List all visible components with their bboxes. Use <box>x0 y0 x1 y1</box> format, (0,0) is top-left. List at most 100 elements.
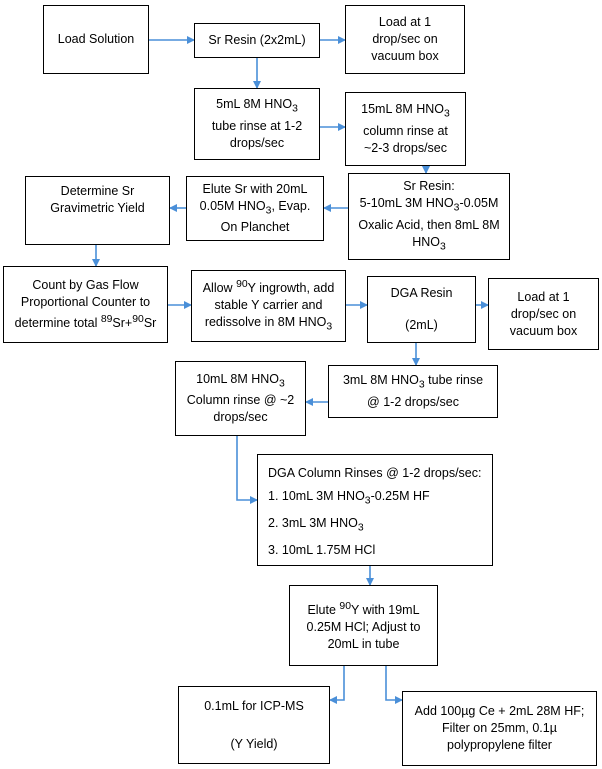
column-rinse-sr-pre: 15mL 8M HNO <box>361 102 445 117</box>
ce-filter-line-2: Filter on 25mm, 0.1µ <box>442 721 557 735</box>
y-ingrowth-line-3: redissolve in 8M HNO3 <box>205 314 332 336</box>
ce-filter-line-3: polypropylene filter <box>447 738 552 752</box>
column-rinse-dga-box: 10mL 8M HNO3 Column rinse @ ~2 drops/sec <box>175 361 306 436</box>
load-sr-box: Load at 1 drop/sec on vacuum box <box>345 5 465 74</box>
elute-y-l1-sup: 90 <box>339 600 351 612</box>
load-sr-line-2: drop/sec on <box>372 32 438 46</box>
ce-filter-line-1: Add 100µg Ce + 2mL 28M HF; <box>414 704 585 718</box>
sr-elution-l4-pre: HNO <box>412 234 440 249</box>
sr-resin-elution-box: Sr Resin: 5-10mL 3M HNO3-0.05M Oxalic Ac… <box>348 173 510 260</box>
sr-elution-l2-sub: 3 <box>453 202 460 214</box>
dga-rinses-r1-sub: 3 <box>364 495 371 507</box>
elute-sr-line-1: Elute Sr with 20mL <box>202 181 308 196</box>
sr-elution-line-4: HNO3 <box>412 234 446 256</box>
elute-sr-l2-pre: 0.05M HNO <box>199 198 266 213</box>
gas-flow-l3-sup2: 90 <box>132 313 144 325</box>
elute-sr-line-3: On Planchet <box>220 220 290 235</box>
y-ingrowth-l1-sup: 90 <box>236 279 248 291</box>
dga-rinses-step-1: 1. 10mL 3M HNO3-0.25M HF <box>268 488 430 510</box>
load-dga-line-2: drop/sec on <box>510 306 577 321</box>
elute-y-line-1: Elute 90Y with 19mL <box>307 598 419 619</box>
load-dga-line-3: vacuum box <box>509 323 578 338</box>
icp-ms-line-1: 0.1mL for ICP-MS <box>204 698 304 713</box>
y-ingrowth-l3-sub: 3 <box>326 321 333 333</box>
sr-elution-line-1: Sr Resin: <box>403 179 455 193</box>
dga-rinses-r1-pre: 1. 10mL 3M HNO <box>268 488 365 503</box>
elute-y-line-3: 20mL in tube <box>327 637 400 652</box>
elute-y-l1-post: Y with 19mL <box>350 603 420 618</box>
sr-elution-l4-sub: 3 <box>439 241 446 252</box>
load-dga-box: Load at 1 drop/sec on vacuum box <box>488 278 599 350</box>
elute-sr-l2-post: , Evap. <box>271 198 311 213</box>
sr-elution-l2-pre: 5-10mL 3M HNO <box>359 196 454 210</box>
y-ingrowth-line-2: stable Y carrier and <box>214 298 323 313</box>
gravimetric-line-2: Gravimetric Yield <box>50 201 145 215</box>
gravimetric-yield-box: Determine Sr Gravimetric Yield <box>25 176 170 245</box>
gas-flow-count-box: Count by Gas Flow Proportional Counter t… <box>3 266 168 343</box>
elute-y-line-2: 0.25M HCl; Adjust to <box>306 620 421 635</box>
sr-elution-l2-post: -0.05M <box>459 196 499 210</box>
y-ingrowth-l1-post: Y ingrowth, add <box>247 281 335 296</box>
arrow-elute-y-to-ce-filter <box>385 666 403 704</box>
tube-rinse-dga-post: tube rinse <box>424 373 484 388</box>
tube-rinse-dga-box: 3mL 8M HNO3 tube rinse @ 1-2 drops/sec <box>328 365 498 418</box>
arrow-elute-y-to-icp-ms <box>329 666 345 704</box>
tube-rinse-sr-sub: 3 <box>292 103 298 115</box>
elute-sr-line-2: 0.05M HNO3, Evap. <box>200 198 311 220</box>
dga-rinses-r2-sub: 3 <box>357 522 364 534</box>
dga-rinses-r1-post: -0.25M HF <box>370 488 430 503</box>
tube-rinse-dga-line-2: @ 1-2 drops/sec <box>367 394 459 409</box>
gas-flow-l3-post: Sr <box>143 316 157 331</box>
column-rinse-dga-pre: 10mL 8M HNO <box>196 371 280 386</box>
dga-column-rinses-box: DGA Column Rinses @ 1-2 drops/sec: 1. 10… <box>257 454 493 566</box>
gas-flow-l3-mid: Sr+ <box>112 316 133 331</box>
gas-flow-line-1: Count by Gas Flow <box>32 277 139 292</box>
elute-sr-box: Elute Sr with 20mL 0.05M HNO3, Evap. On … <box>186 176 324 241</box>
arrow-column-rinse-to-dga-rinses <box>236 436 258 504</box>
y-ingrowth-box: Allow 90Y ingrowth, add stable Y carrier… <box>191 270 346 342</box>
dga-rinses-step-2: 2. 3mL 3M HNO3 <box>268 515 364 537</box>
dga-rinses-title: DGA Column Rinses @ 1-2 drops/sec: <box>268 466 482 480</box>
column-rinse-sr-box: 15mL 8M HNO3 column rinse at ~2-3 drops/… <box>345 92 466 166</box>
load-solution-label: Load Solution <box>57 32 135 46</box>
gas-flow-line-3: determine total 89Sr+90Sr <box>15 311 157 332</box>
load-solution-box: Load Solution <box>43 5 149 74</box>
sr-resin-box: Sr Resin (2x2mL) <box>194 23 320 58</box>
tube-rinse-dga-line-1: 3mL 8M HNO3 tube rinse <box>343 372 483 394</box>
tube-rinse-dga-pre: 3mL 8M HNO <box>342 373 419 388</box>
column-rinse-dga-line-1: 10mL 8M HNO3 <box>196 371 285 393</box>
elute-y-box: Elute 90Y with 19mL 0.25M HCl; Adjust to… <box>289 585 438 666</box>
load-dga-line-1: Load at 1 <box>517 289 570 304</box>
dga-rinses-r2-pre: 2. 3mL 3M HNO <box>268 515 358 530</box>
dga-resin-line-1: DGA Resin <box>390 285 453 300</box>
dga-rinses-step-3: 3. 10mL 1.75M HCl <box>268 543 376 558</box>
column-rinse-dga-line-3: drops/sec <box>213 410 268 425</box>
elute-sr-l2-sub: 3 <box>265 205 272 217</box>
column-rinse-sr-line-1: 15mL 8M HNO3 <box>361 101 450 123</box>
tube-rinse-sr-line-3: drops/sec <box>229 135 285 150</box>
sr-elution-line-2: 5-10mL 3M HNO3-0.05M <box>360 195 499 217</box>
column-rinse-sr-sub: 3 <box>444 108 450 120</box>
icp-ms-box: 0.1mL for ICP-MS (Y Yield) <box>178 686 330 764</box>
column-rinse-dga-line-2: Column rinse @ ~2 <box>186 393 295 408</box>
tube-rinse-sr-box: 5mL 8M HNO3 tube rinse at 1-2 drops/sec <box>194 88 320 160</box>
load-sr-line-3: vacuum box <box>371 49 439 63</box>
column-rinse-sr-line-2: column rinse at <box>363 123 448 138</box>
y-ingrowth-l3-pre: redissolve in 8M HNO <box>204 315 327 330</box>
sr-elution-line-3: Oxalic Acid, then 8mL 8M <box>358 217 500 232</box>
tube-rinse-sr-line-1: 5mL 8M HNO3 <box>216 96 298 118</box>
ce-filter-box: Add 100µg Ce + 2mL 28M HF; Filter on 25m… <box>402 691 597 766</box>
tube-rinse-dga-sub: 3 <box>418 379 425 391</box>
tube-rinse-sr-line-2: tube rinse at 1-2 <box>211 118 303 133</box>
y-ingrowth-l1-pre: Allow <box>202 281 237 296</box>
column-rinse-dga-sub: 3 <box>279 378 285 390</box>
column-rinse-sr-line-3: ~2-3 drops/sec <box>363 140 448 155</box>
y-ingrowth-line-1: Allow 90Y ingrowth, add <box>203 276 335 297</box>
gas-flow-line-2: Proportional Counter to <box>20 294 151 309</box>
gas-flow-l3-pre: determine total <box>14 316 101 331</box>
dga-resin-line-2: (2mL) <box>405 318 438 333</box>
load-sr-line-1: Load at 1 <box>378 15 432 29</box>
gas-flow-l3-sup1: 89 <box>100 313 113 325</box>
icp-ms-line-2: (Y Yield) <box>230 736 278 751</box>
